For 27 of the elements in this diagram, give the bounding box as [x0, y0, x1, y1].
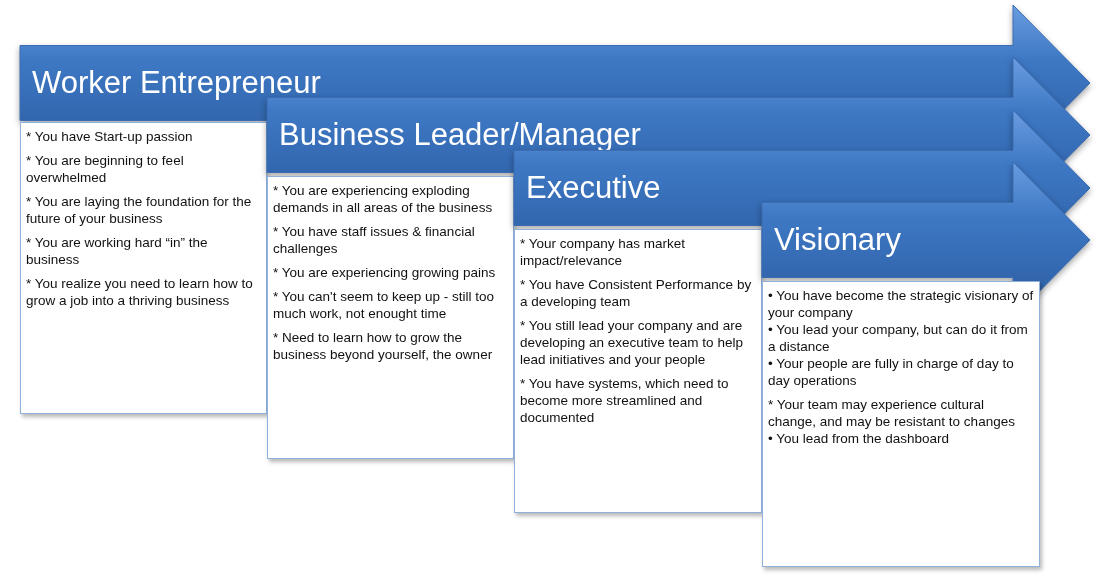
list-item: * You have Start-up passion — [26, 128, 194, 145]
list-item: * You have Consistent Performance by a developing team — [520, 276, 753, 310]
list-item: * You have staff issues & financial challenges — [273, 223, 476, 257]
text-card — [20, 122, 267, 414]
list-item: * You are working hard “in” the business — [26, 234, 209, 268]
list-item: * You have systems, which need to become more streamlined and documented — [520, 375, 730, 426]
list-item: * You are laying the foundation for the future of your business — [26, 193, 253, 227]
list-item: * You realize you need to learn how to grow a job into a thriving business — [26, 275, 254, 309]
list-item: • You lead from the dashboard — [768, 430, 951, 447]
list-item: * You are beginning to feel overwhelmed — [26, 152, 185, 186]
text-card — [514, 229, 762, 513]
list-item: • Your people are fully in charge of day to day operations — [768, 355, 1015, 389]
list-item: * You can't seem to keep up - still too much work, not enought time — [273, 288, 495, 322]
text-card — [762, 281, 1040, 567]
text-card — [267, 176, 514, 459]
list-item: • You lead your company, but can do it from a distance — [768, 321, 1029, 355]
list-item: • You have become the strategic visionary of your company — [768, 287, 1034, 321]
stage-heading: Visionary — [774, 222, 901, 258]
stage-heading: Business Leader/Manager — [279, 117, 641, 153]
list-item: * Need to learn how to grow the business beyond yourself, the owner — [273, 329, 494, 363]
list-item: * Your company has market impact/relevance — [520, 235, 687, 269]
stage-heading: Executive — [526, 169, 661, 206]
stage-heading: Worker Entrepreneur — [32, 64, 321, 101]
list-item: * You are experiencing exploding demands in all areas of the business — [273, 182, 494, 216]
list-item: * Your team may experience cultural change, and may be resistant to changes — [768, 396, 1016, 430]
list-item: * You are experiencing growing pains — [273, 264, 497, 281]
list-item: * You still lead your company and are developing an executive team to help lead initiatives and your people — [520, 317, 744, 368]
